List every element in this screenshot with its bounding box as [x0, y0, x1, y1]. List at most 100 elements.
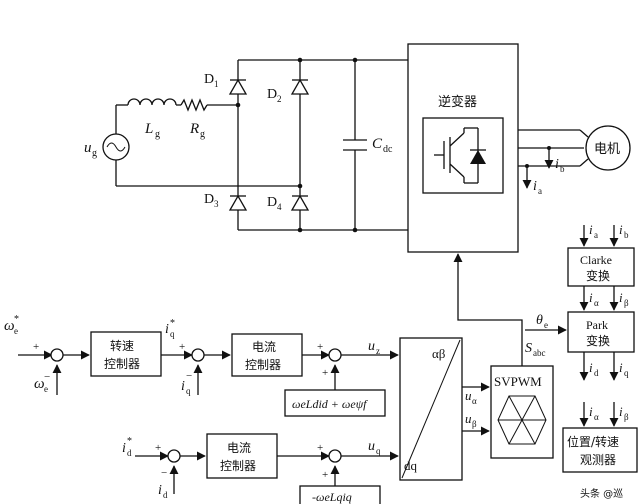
d1-sub: 1	[214, 79, 219, 89]
observer-line2: 观测器	[580, 453, 616, 467]
u-alpha-label: u	[465, 388, 472, 403]
d1-label: D	[204, 72, 214, 87]
uz-label: u	[368, 339, 375, 354]
ia-motor-sub: a	[538, 186, 542, 196]
lg-label: L	[144, 121, 153, 137]
d2-label: D	[267, 87, 277, 102]
id-ref-sub: d	[127, 448, 132, 458]
transform-bot-label: dq	[404, 458, 418, 473]
speed-controller-box	[90, 331, 162, 377]
iq-ref-sub: q	[170, 329, 175, 339]
sum-junction-2	[191, 348, 205, 362]
hexagon-icon	[497, 395, 547, 445]
clarke-ib-sub: b	[624, 230, 629, 240]
dc-capacitor	[343, 60, 367, 230]
park-ialpha-label: i	[589, 290, 593, 305]
sum5-plus: +	[317, 442, 323, 454]
id-ref-sup: *	[127, 436, 132, 447]
cdc-label-sub: dc	[383, 144, 393, 155]
diode-d4	[290, 194, 310, 211]
sum-junction-1	[50, 348, 64, 362]
uq-label: u	[368, 439, 375, 454]
lg-label-sub: g	[155, 129, 160, 140]
park-iq-sub: q	[624, 368, 629, 378]
d4-label: D	[267, 195, 277, 210]
rg-label-sub: g	[200, 129, 205, 140]
clarke-box	[567, 247, 635, 287]
theta-sub: e	[544, 320, 548, 330]
omega-fb-sub: e	[44, 384, 48, 394]
park-id-label: i	[589, 360, 593, 375]
park-line2: 变换	[586, 333, 610, 348]
clarke-ia-label: i	[589, 222, 593, 237]
obs-ialpha-label: i	[589, 404, 593, 419]
park-box	[567, 311, 635, 353]
igbt-symbol-box	[422, 117, 504, 194]
id-ref-label: i	[122, 441, 126, 456]
obs-ibeta-sub: β	[624, 412, 629, 422]
current-controller-bottom-box	[206, 433, 278, 479]
diode-d2	[290, 78, 310, 95]
sum4-minus: −	[161, 467, 167, 479]
decouple-top-label: ωeLdid + ωeψf	[292, 397, 368, 411]
diode-d3	[228, 194, 248, 211]
speed-ctrl-line2: 控制器	[104, 357, 140, 371]
inductor-lg	[127, 98, 177, 106]
d3-sub: 3	[214, 199, 219, 209]
clarke-line1: Clarke	[580, 253, 612, 267]
cur-ctrl-top-line2: 控制器	[245, 358, 281, 372]
omega-ref-sub: e	[14, 326, 18, 336]
iq-fb-sub: q	[186, 386, 191, 396]
igbt-icon	[434, 127, 486, 184]
sum3-plus: +	[317, 341, 323, 353]
sum4-plus: +	[155, 442, 161, 454]
clarke-ia-sub: a	[594, 230, 598, 240]
uq-sub: q	[376, 446, 381, 456]
ia-motor-label: i	[533, 179, 537, 194]
speed-ctrl-line1: 转速	[110, 338, 134, 353]
d2-sub: 2	[277, 94, 282, 104]
d4-sub: 4	[277, 202, 282, 212]
obs-ialpha-sub: α	[594, 412, 599, 422]
omega-ref-label: ω	[4, 318, 15, 334]
diode-d1	[228, 78, 248, 95]
u-beta-sub: β	[472, 419, 477, 429]
svpwm-label: SVPWM	[494, 374, 542, 389]
decouple-bot-label: -ωeLqiq	[312, 490, 352, 504]
observer-box	[562, 427, 638, 473]
ib-motor-label: i	[555, 157, 559, 172]
rg-label: R	[189, 121, 199, 137]
iq-ref-sup: *	[170, 318, 175, 329]
ib-motor-sub: b	[560, 164, 565, 174]
sum-junction-5	[328, 449, 342, 463]
iq-fb-label: i	[181, 379, 185, 394]
motor-label: 电机	[594, 142, 620, 157]
source-label: u	[84, 140, 92, 156]
cur-ctrl-bot-line2: 控制器	[220, 459, 256, 473]
omega-fb-label: ω	[34, 376, 45, 392]
inverter-label: 逆变器	[438, 94, 477, 110]
watermark: 头条 @巡	[580, 487, 623, 500]
cur-ctrl-bot-line1: 电流	[227, 441, 251, 455]
source-label-sub: g	[92, 148, 97, 159]
sum1-minus: −	[44, 371, 50, 383]
cur-ctrl-top-line1: 电流	[252, 340, 276, 354]
theta-label: θ	[536, 313, 543, 328]
iq-ref-label: i	[165, 322, 169, 337]
park-line1: Park	[586, 318, 608, 332]
sum3-plus-b: +	[322, 367, 328, 379]
omega-ref-sup: *	[14, 314, 19, 325]
observer-line1: 位置/转速	[567, 434, 619, 449]
park-id-sub: d	[594, 368, 599, 378]
id-fb-label: i	[158, 483, 162, 498]
sabc-label: S	[525, 341, 532, 356]
park-ibeta-sub: β	[624, 298, 629, 308]
u-beta-label: u	[465, 411, 472, 426]
d3-label: D	[204, 192, 214, 207]
sum2-plus: +	[179, 341, 185, 353]
decoupling-top-box	[284, 389, 386, 417]
cdc-label: C	[372, 136, 383, 152]
sabc-sub: abc	[533, 348, 546, 358]
decoupling-bottom-box	[299, 485, 381, 504]
